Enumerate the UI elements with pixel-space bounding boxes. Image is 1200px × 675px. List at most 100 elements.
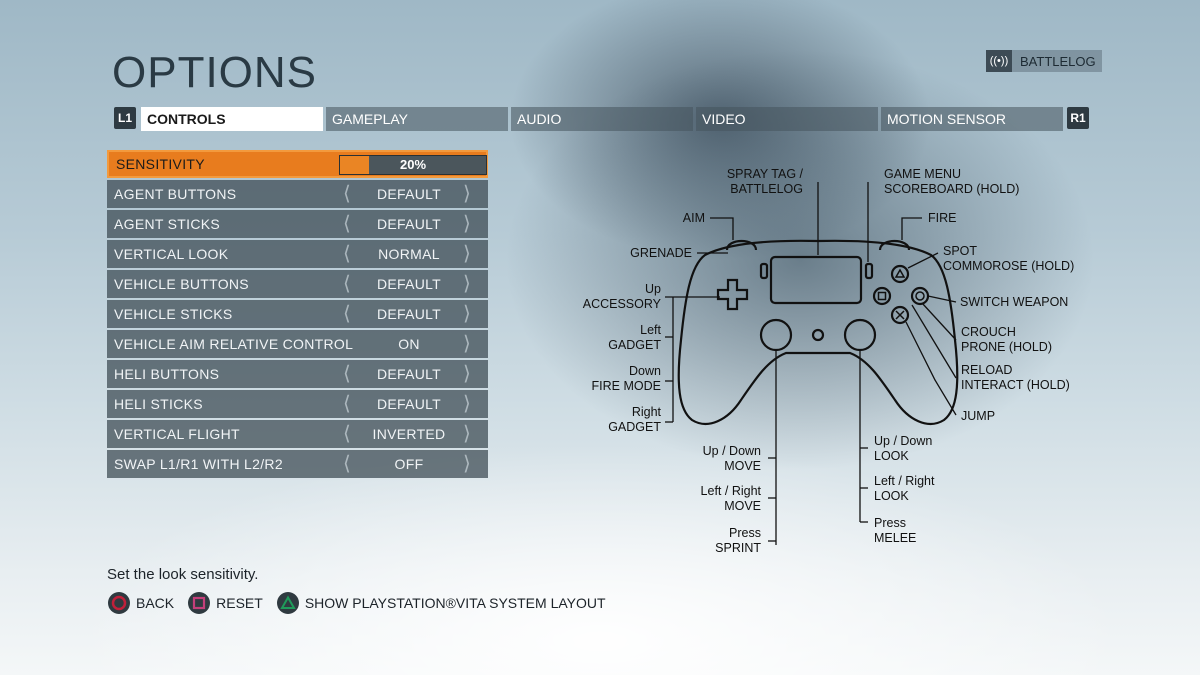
fire-mode-label-2: FIRE MODE: [592, 379, 661, 393]
option-label: AGENT STICKS: [114, 216, 221, 232]
square-button-icon: [188, 592, 211, 614]
option-agent-sticks[interactable]: AGENT STICKS ⟨ DEFAULT ⟩: [107, 210, 488, 238]
option-vertical-look[interactable]: VERTICAL LOOK ⟨ NORMAL ⟩: [107, 240, 488, 268]
option-heli-sticks[interactable]: HELI STICKS ⟨ DEFAULT ⟩: [107, 390, 488, 418]
chevron-left-icon[interactable]: ⟨: [343, 393, 351, 415]
option-vehicle-aim-relative[interactable]: VEHICLE AIM RELATIVE CONTROL⟨ON⟩: [107, 330, 488, 358]
sensitivity-slider[interactable]: 20%: [339, 155, 487, 175]
reset-button[interactable]: RESET: [188, 592, 263, 614]
option-value: DEFAULT: [376, 276, 442, 292]
move-ud-label-2: MOVE: [724, 459, 761, 473]
gadget-right-label-2: GADGET: [608, 420, 661, 434]
battlelog-label: BATTLELOG: [1020, 53, 1096, 69]
chevron-left-icon[interactable]: ⟨: [343, 273, 351, 295]
option-value: DEFAULT: [376, 366, 442, 382]
network-icon: ((•)): [986, 50, 1012, 72]
option-vehicle-sticks[interactable]: VEHICLE STICKS⟨DEFAULT⟩: [107, 300, 488, 328]
option-label: HELI BUTTONS: [114, 366, 220, 382]
option-value: DEFAULT: [376, 306, 442, 322]
aim-label: AIM: [683, 211, 705, 225]
option-agent-buttons[interactable]: AGENT BUTTONS⟨DEFAULT⟩: [107, 180, 488, 208]
chevron-right-icon[interactable]: ⟩: [463, 423, 471, 445]
melee-label-1: Press: [874, 516, 906, 530]
accessory-label-1: Up: [645, 282, 661, 296]
option-value: INVERTED: [372, 426, 446, 442]
option-value: NORMAL: [378, 246, 440, 262]
sprint-label-1: Press: [729, 526, 761, 540]
chevron-left-icon[interactable]: ⟨: [343, 303, 351, 325]
option-label: HELI STICKS: [114, 396, 203, 412]
chevron-left-icon[interactable]: ⟨: [343, 363, 351, 385]
slider-value: 20%: [399, 157, 427, 172]
option-vehicle-buttons[interactable]: VEHICLE BUTTONS ⟨ DEFAULT ⟩: [107, 270, 488, 298]
reset-label: RESET: [216, 595, 263, 611]
controller-outline: [677, 239, 959, 425]
option-label: VEHICLE BUTTONS: [114, 276, 249, 292]
look-ud-label-1: Up / Down: [874, 434, 932, 448]
gadget-left-label-1: Left: [640, 323, 661, 337]
callout-lines: [665, 182, 957, 545]
reload-label-1: RELOAD: [961, 363, 1012, 377]
battlelog-button[interactable]: ((•)) BATTLELOG: [986, 50, 1102, 72]
back-button[interactable]: BACK: [108, 592, 174, 614]
chevron-left-icon[interactable]: ⟨: [343, 453, 351, 475]
chevron-right-icon[interactable]: ⟩: [463, 393, 471, 415]
fire-mode-label-1: Down: [629, 364, 661, 378]
tab-video[interactable]: VIDEO: [696, 107, 878, 131]
look-lr-label-2: LOOK: [874, 489, 909, 503]
chevron-right-icon[interactable]: ⟩: [463, 183, 471, 205]
menu-label-2: SCOREBOARD (HOLD): [884, 182, 1019, 196]
spray-label-1: SPRAY TAG /: [727, 167, 804, 181]
spot-label-1: SPOT: [943, 244, 977, 258]
chevron-right-icon[interactable]: ⟩: [463, 243, 471, 265]
dpad-icon: [716, 278, 749, 311]
page-title: OPTIONS: [112, 48, 318, 97]
chevron-right-icon[interactable]: ⟩: [463, 213, 471, 235]
chevron-right-icon[interactable]: ⟩: [463, 333, 471, 355]
move-ud-label-1: Up / Down: [703, 444, 761, 458]
show-vita-layout-button[interactable]: SHOW PLAYSTATION®VITA SYSTEM LAYOUT: [276, 592, 606, 614]
chevron-right-icon[interactable]: ⟩: [463, 303, 471, 325]
jump-label: JUMP: [961, 409, 995, 423]
vita-label: SHOW PLAYSTATION®VITA SYSTEM LAYOUT: [304, 595, 606, 611]
chevron-left-icon[interactable]: ⟨: [343, 183, 351, 205]
chevron-right-icon[interactable]: ⟩: [463, 273, 471, 295]
triangle-button-icon: [276, 592, 299, 614]
fire-label: FIRE: [928, 211, 956, 225]
spot-label-2: COMMOROSE (HOLD): [943, 259, 1074, 273]
option-label: VERTICAL LOOK: [114, 246, 229, 262]
l1-bumper-icon[interactable]: L1: [114, 107, 136, 129]
gadget-left-label-2: GADGET: [608, 338, 661, 352]
option-sensitivity[interactable]: SENSITIVITY 20%: [107, 150, 488, 178]
spray-label-2: BATTLELOG: [730, 182, 803, 196]
option-label: VEHICLE AIM RELATIVE CONTROL: [114, 336, 354, 352]
crouch-label-2: PRONE (HOLD): [961, 340, 1052, 354]
grenade-label: GRENADE: [630, 246, 692, 260]
tab-audio[interactable]: AUDIO: [511, 107, 693, 131]
slider-fill: [340, 156, 370, 174]
option-label: SENSITIVITY: [116, 156, 205, 172]
chevron-right-icon[interactable]: ⟩: [463, 363, 471, 385]
tab-motion-sensor[interactable]: MOTION SENSOR: [881, 107, 1063, 131]
controller-diagram: SPRAY TAG / BATTLELOG GAME MENU SCOREBOA…: [583, 167, 1075, 555]
chevron-left-icon[interactable]: ⟨: [343, 213, 351, 235]
move-lr-label-2: MOVE: [724, 499, 761, 513]
move-lr-label-1: Left / Right: [701, 484, 762, 498]
chevron-left-icon[interactable]: ⟨: [343, 423, 351, 445]
controller-labels: SPRAY TAG / BATTLELOG GAME MENU SCOREBOA…: [583, 167, 1075, 555]
option-label: VERTICAL FLIGHT: [114, 426, 240, 442]
option-label: AGENT BUTTONS: [114, 186, 237, 202]
sprint-label-2: SPRINT: [715, 541, 761, 555]
look-lr-label-1: Left / Right: [874, 474, 935, 488]
tab-gameplay[interactable]: GAMEPLAY: [326, 107, 508, 131]
circle-button-icon: [108, 592, 130, 614]
option-swap-bumpers[interactable]: SWAP L1/R1 WITH L2/R2⟨OFF⟩: [107, 450, 488, 478]
tab-controls[interactable]: CONTROLS: [141, 107, 323, 131]
chevron-right-icon[interactable]: ⟩: [463, 453, 471, 475]
chevron-left-icon[interactable]: ⟨: [343, 243, 351, 265]
option-value: DEFAULT: [376, 396, 442, 412]
option-value: DEFAULT: [376, 216, 442, 232]
option-heli-buttons[interactable]: HELI BUTTONS ⟨ DEFAULT ⟩: [107, 360, 488, 388]
r1-bumper-icon[interactable]: R1: [1067, 107, 1089, 129]
option-vertical-flight[interactable]: VERTICAL FLIGHT ⟨ INVERTED ⟩: [107, 420, 488, 448]
